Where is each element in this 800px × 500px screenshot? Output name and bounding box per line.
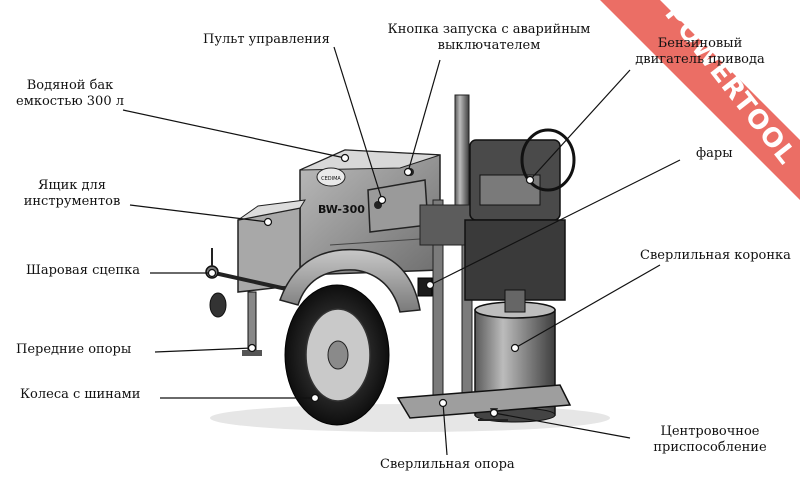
- label-start-button: Кнопка запуска с аварийным выключателем: [387, 22, 591, 53]
- label-centering: Центровочное приспособление: [653, 424, 767, 455]
- label-ball-hitch: Шаровая сцепка: [26, 263, 141, 278]
- brand-plate: [316, 167, 346, 187]
- leader-lines: [122, 46, 681, 456]
- label-control-panel: Пульт управления: [203, 32, 330, 47]
- drill-base-plate: [396, 384, 572, 419]
- wheel: [284, 284, 390, 426]
- label-toolbox: Ящик для инструментов: [23, 178, 121, 209]
- brand-plate-text: CEDIMA: [321, 176, 341, 182]
- engine: [464, 128, 576, 301]
- leader-dots: [207, 153, 535, 418]
- label-engine: Бензиновый двигатель привода: [635, 36, 765, 67]
- label-front-supports: Передние опоры: [16, 342, 132, 357]
- label-wheels: Колеса с шинами: [20, 387, 141, 402]
- model-text: BW-300: [318, 203, 365, 216]
- label-headlights: фары: [696, 146, 733, 161]
- label-water-tank: Водяной бак емкостью 300 л: [16, 78, 124, 109]
- watermark-stamp: [600, 0, 800, 200]
- label-drill-support: Сверлильная опора: [380, 457, 515, 472]
- label-drill-crown: Сверлильная коронка: [640, 248, 791, 263]
- toolbox: [237, 199, 306, 293]
- fender: [279, 248, 421, 313]
